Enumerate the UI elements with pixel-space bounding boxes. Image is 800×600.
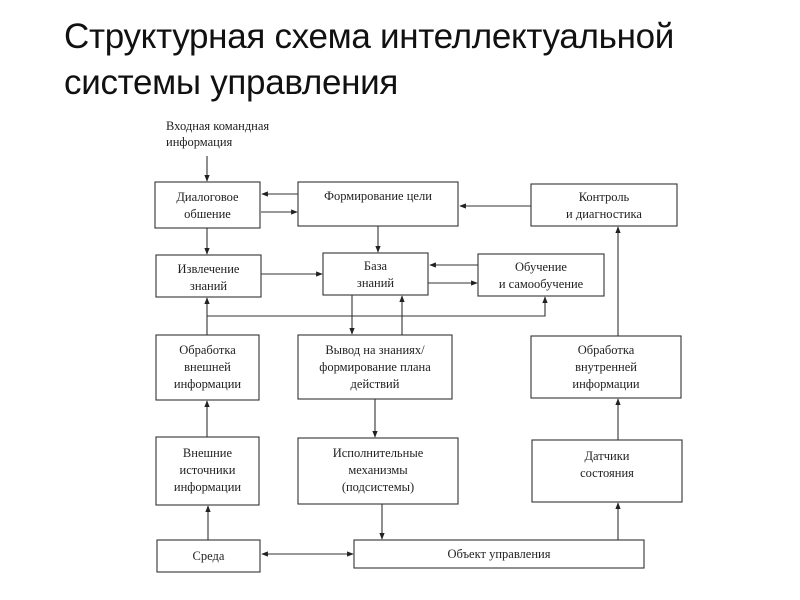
block-inference-line-2: формирование плана [319, 360, 431, 374]
block-actuators: Исполнительные механизмы (подсистемы) [297, 437, 459, 505]
block-control-line-2: и диагностика [566, 207, 642, 221]
slide-title: Структурная схема интеллектуальной систе… [64, 14, 784, 106]
input-label-line-2: информация [166, 135, 233, 149]
block-extraction: Извлечение знаний [155, 254, 262, 298]
arrow-ext-proc-to-learning [207, 296, 548, 317]
block-dialog: Диалоговое обшение [154, 181, 261, 229]
block-extraction-line-2: знаний [190, 279, 228, 293]
block-learning-line-1: Обучение [515, 260, 567, 274]
block-ext-sources-line-1: Внешние [183, 446, 233, 460]
block-kb-line-2: знаний [357, 276, 395, 290]
block-kb-line-1: База [364, 259, 388, 273]
block-learning: Обучение и самообучение [477, 253, 605, 297]
block-environment: Среда [156, 539, 261, 573]
block-ext-sources-line-3: информации [174, 480, 242, 494]
block-int-proc-line-3: информации [572, 377, 640, 391]
block-ext-proc-line-2: внешней [184, 360, 231, 374]
block-goal-line-1: Формирование цели [324, 189, 432, 203]
connections [204, 156, 621, 557]
block-int-proc-line-1: Обработка [578, 343, 635, 357]
block-dialog-line-1: Диалоговое [176, 190, 239, 204]
slide-title-line-2: системы управления [64, 63, 399, 102]
block-ext-proc: Обработка внешней информации [155, 334, 260, 401]
block-object-line-1: Объект управления [448, 547, 551, 561]
block-ext-sources: Внешние источники информации [155, 436, 260, 506]
input-label-line-1: Входная командная [166, 119, 269, 133]
block-sensors-line-2: состояния [580, 466, 634, 480]
block-inference-line-1: Вывод на знаниях/ [325, 343, 425, 357]
block-ext-proc-line-3: информации [174, 377, 242, 391]
block-environment-line-1: Среда [193, 549, 225, 563]
block-control: Контроль и диагностика [530, 183, 678, 227]
block-actuators-line-1: Исполнительные [333, 446, 424, 460]
block-ext-proc-line-1: Обработка [179, 343, 236, 357]
block-int-proc: Обработка внутренней информации [530, 335, 682, 399]
block-actuators-line-3: (подсистемы) [342, 480, 414, 494]
block-actuators-line-2: механизмы [348, 463, 408, 477]
block-sensors: Датчики состояния [531, 439, 683, 503]
block-object: Объект управления [353, 539, 645, 569]
block-extraction-line-1: Извлечение [178, 262, 240, 276]
slide-title-line-1: Структурная схема интеллектуальной [64, 17, 675, 56]
block-learning-line-2: и самообучение [499, 277, 584, 291]
block-goal: Формирование цели [297, 181, 459, 227]
block-control-line-1: Контроль [579, 190, 630, 204]
block-kb: База знаний [322, 252, 429, 296]
block-inference: Вывод на знаниях/ формирование плана дей… [297, 334, 453, 400]
block-int-proc-line-2: внутренней [575, 360, 637, 374]
block-dialog-line-2: обшение [184, 207, 231, 221]
block-ext-sources-line-2: источники [180, 463, 236, 477]
block-sensors-line-1: Датчики [585, 449, 630, 463]
block-inference-line-3: действий [351, 377, 400, 391]
